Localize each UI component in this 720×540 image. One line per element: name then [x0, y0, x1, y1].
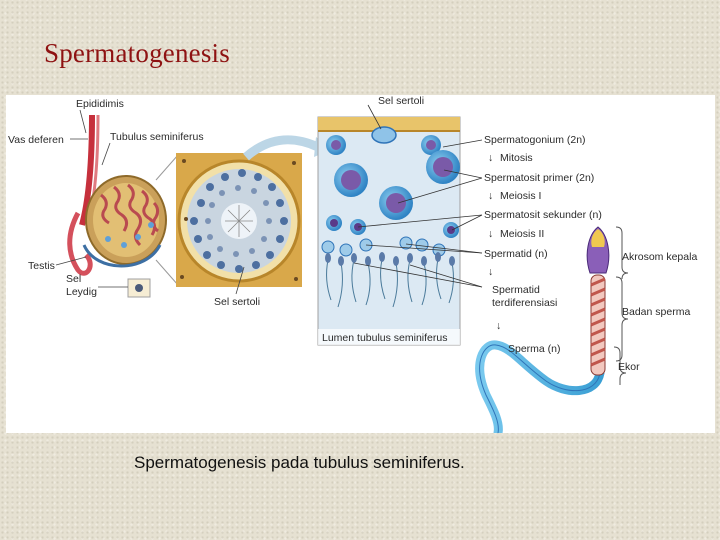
figure-caption: Spermatogenesis pada tubulus seminiferus… — [134, 453, 465, 472]
label-testis: Testis — [28, 260, 55, 272]
stage-arrow-3: ↓ — [488, 228, 493, 240]
label-lumen: Lumen tubulus seminiferus — [322, 332, 447, 344]
stage-meiosis-2: Meiosis II — [500, 228, 544, 240]
stage-meiosis-1: Meiosis I — [500, 190, 541, 202]
stage-arrow-4: ↓ — [488, 266, 493, 278]
stage-arrow-5: ↓ — [496, 320, 501, 332]
label-tubulus-seminiferus: Tubulus seminiferus — [110, 131, 204, 143]
slide-title: Spermatogenesis — [44, 38, 230, 68]
stage-arrow-1: ↓ — [488, 152, 493, 164]
label-vas-deferen: Vas deferen — [8, 134, 64, 146]
spermatogenesis-figure: Epididimis Vas deferen Tubulus seminifer… — [6, 95, 715, 433]
label-sel-leydig-1: Sel — [66, 273, 81, 285]
label-ekor: Ekor — [618, 361, 640, 373]
stage-mitosis: Mitosis — [500, 152, 533, 164]
label-sel-sertoli-bottom: Sel sertoli — [214, 296, 260, 308]
testis-illustration — [67, 114, 179, 286]
stage-spermatosit-sekunder: Spermatosit sekunder (n) — [484, 209, 602, 221]
label-badan-sperma: Badan sperma — [622, 306, 690, 318]
stage-arrow-2: ↓ — [488, 190, 493, 202]
stage-spermatosit-primer: Spermatosit primer (2n) — [484, 172, 594, 184]
label-akrosom-kepala: Akrosom kepala — [622, 251, 697, 263]
epithelium-panel — [317, 116, 461, 346]
tubule-cross-section — [176, 153, 302, 287]
stage-leader-lines — [353, 104, 483, 288]
label-sel-sertoli-top: Sel sertoli — [378, 95, 424, 107]
label-sel-leydig-2: Leydig — [66, 286, 97, 298]
mature-sperm — [475, 226, 629, 433]
label-epididimis: Epididimis — [76, 98, 124, 110]
zoom-arrow — [243, 135, 320, 161]
stage-spermatid-terdiferensiasi-2: terdiferensiasi — [492, 297, 557, 309]
stage-sperma: Sperma (n) — [508, 343, 561, 355]
stage-spermatid: Spermatid (n) — [484, 248, 548, 260]
stage-spermatogonium: Spermatogonium (2n) — [484, 134, 586, 146]
stage-spermatid-terdiferensiasi-1: Spermatid — [492, 284, 540, 296]
leydig-cell-icon — [135, 284, 143, 292]
